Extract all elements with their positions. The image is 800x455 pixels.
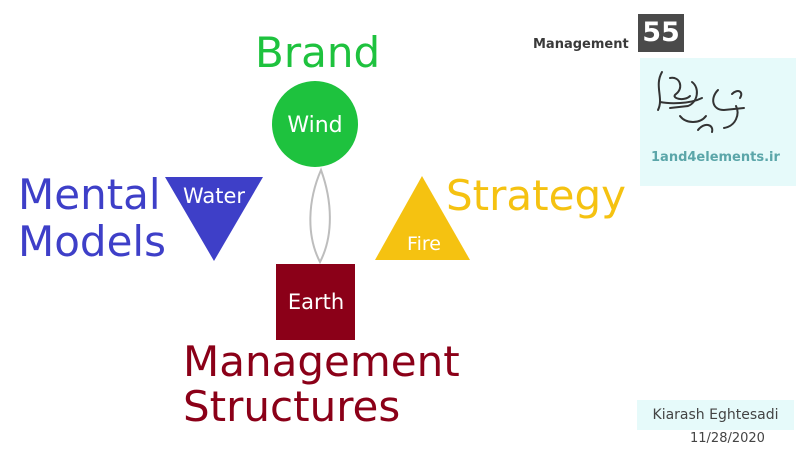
concept-strategy: Strategy: [446, 171, 626, 220]
concept-mental-models-line2: Models: [18, 217, 166, 266]
concept-management-line2: Structures: [183, 382, 401, 431]
fire-triangle: [375, 176, 470, 260]
logo-box: [640, 58, 796, 186]
wind-circle: [272, 81, 358, 167]
water-label: Water: [183, 184, 245, 208]
date: 11/28/2020: [690, 431, 765, 446]
slide-number-badge: 55: [638, 14, 684, 52]
earth-label: Earth: [288, 290, 344, 314]
concept-mental-models-line1: Mental: [18, 170, 161, 219]
concept-brand: Brand: [255, 28, 381, 77]
fire-label: Fire: [407, 233, 441, 255]
connector-shape: [309, 167, 331, 265]
wind-label: Wind: [287, 113, 342, 138]
author-name: Kiarash Eghtesadi: [637, 400, 794, 430]
earth-square: [276, 264, 355, 340]
water-triangle: [165, 177, 263, 261]
logo-text: 1and4elements.ir: [651, 150, 780, 165]
header-label: Management: [533, 37, 629, 52]
concept-management-line1: Management: [183, 337, 460, 386]
logo-calligraphy-icon: [657, 71, 745, 133]
